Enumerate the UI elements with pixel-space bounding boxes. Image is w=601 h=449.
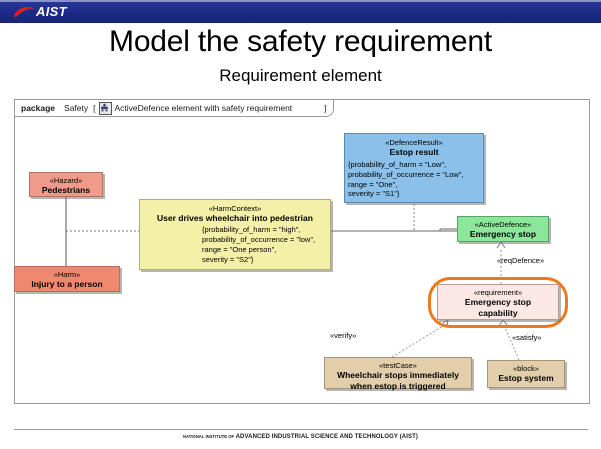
node-active-defence[interactable]: «ActiveDefence» Emergency stop xyxy=(457,216,549,242)
node-name: Injury to a person xyxy=(31,279,103,290)
frame-keyword: package xyxy=(21,103,56,113)
node-stereotype: «HarmContext» xyxy=(208,204,262,213)
node-name: User drives wheelchair into pedestrian xyxy=(157,213,313,224)
edge-label-verify: «verify» xyxy=(330,331,357,340)
footer-divider xyxy=(14,429,588,430)
node-block[interactable]: «block» Estop system xyxy=(487,360,565,388)
footer: NATIONAL INSTITUTE OF ADVANCED INDUSTRIA… xyxy=(0,434,601,440)
footer-prefix: NATIONAL INSTITUTE OF xyxy=(183,434,235,439)
aist-logo: AIST xyxy=(13,4,67,19)
node-requirement[interactable]: «requirement» Emergency stop capability xyxy=(437,284,559,320)
node-name: Estop system xyxy=(498,373,554,384)
node-name: Emergency stop capability xyxy=(464,297,532,318)
node-stereotype: «requirement» xyxy=(473,288,523,297)
node-properties: {probability_of_harm = "Low", probabilit… xyxy=(348,160,464,199)
node-harm-context[interactable]: «HarmContext» User drives wheelchair int… xyxy=(139,199,331,270)
aist-swoosh-icon xyxy=(13,6,35,18)
sysml-diagram-frame: package Safety [ ActiveDefence element w… xyxy=(14,99,590,404)
requirement-highlight-ring xyxy=(428,277,568,328)
node-stereotype: «DefenceResult» xyxy=(385,138,443,147)
node-name: Emergency stop xyxy=(469,229,537,240)
node-stereotype: «block» xyxy=(513,364,539,373)
frame-package-name: Safety xyxy=(64,103,89,113)
node-defence-result[interactable]: «DefenceResult» Estop result {probabilit… xyxy=(344,133,484,203)
node-stereotype: «Hazard» xyxy=(49,176,83,185)
node-hazard[interactable]: «Hazard» Pedestrians xyxy=(29,172,103,197)
slide-header-bar: AIST xyxy=(0,0,601,23)
aist-logo-text: AIST xyxy=(36,4,67,19)
node-stereotype: «ActiveDefence» xyxy=(474,220,532,229)
header-top-rule xyxy=(0,0,601,2)
footer-institute-name: ADVANCED INDUSTRIAL SCIENCE AND TECHNOLO… xyxy=(235,434,418,440)
package-diagram-icon xyxy=(98,101,112,115)
frame-diagram-name: ActiveDefence element with safety requir… xyxy=(114,103,293,113)
edge-label-req-defence: «reqDefence» xyxy=(497,256,545,265)
frame-bracket-close: ] xyxy=(324,103,327,113)
frame-bracket-open: [ xyxy=(93,103,96,113)
node-name: Estop result xyxy=(389,147,439,158)
node-name: Pedestrians xyxy=(41,185,91,196)
node-test-case[interactable]: «testCase» Wheelchair stops immediately … xyxy=(324,357,472,391)
node-properties: {probability_of_harm = "high", probabili… xyxy=(202,225,316,265)
node-harm[interactable]: «Harm» Injury to a person xyxy=(14,266,120,292)
edge-label-satisfy: «satisfy» xyxy=(512,333,542,342)
node-stereotype: «Harm» xyxy=(53,270,81,279)
page-title: Model the safety requirement xyxy=(109,25,492,58)
page-subtitle: Requirement element xyxy=(219,66,382,85)
node-name: Wheelchair stops immediately when estop … xyxy=(337,370,459,391)
node-stereotype: «testCase» xyxy=(379,361,417,370)
diagram-frame-header: package Safety [ ActiveDefence element w… xyxy=(15,100,334,117)
